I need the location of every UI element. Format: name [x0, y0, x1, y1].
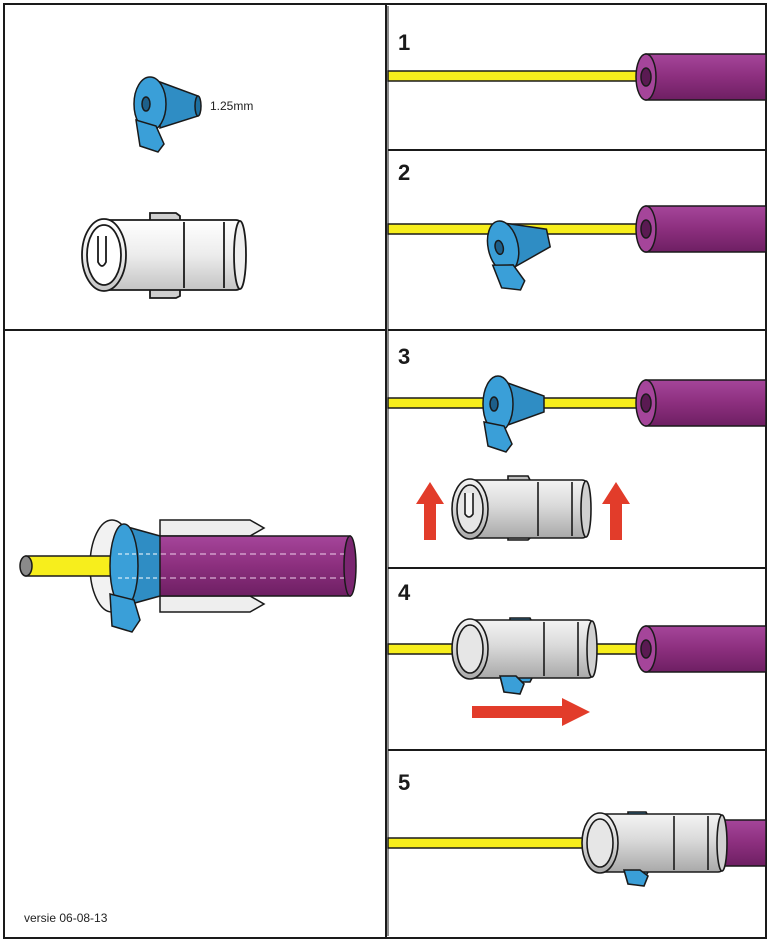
red-arrow-icon	[416, 482, 630, 540]
ferrule-size-label: 1.25mm	[210, 99, 253, 113]
blue-ferrule-icon	[486, 220, 552, 291]
step-number: 2	[398, 160, 410, 185]
connector-sleeve-icon	[451, 617, 598, 695]
step-number: 3	[398, 344, 410, 369]
blue-ferrule-icon	[109, 523, 161, 633]
step-2-panel: 2	[387, 160, 767, 291]
panel-grid	[3, 3, 767, 939]
assembly-panel: versie 06-08-13	[19, 519, 357, 925]
fiber-cable-icon	[387, 70, 647, 82]
parts-panel: 1.25mm	[81, 76, 253, 299]
version-label: versie 06-08-13	[24, 911, 108, 925]
step-1-panel: 1	[387, 30, 767, 101]
fiber-cable-icon	[635, 205, 767, 253]
red-arrow-icon	[472, 698, 590, 726]
connector-sleeve-icon	[81, 212, 247, 299]
step-number: 5	[398, 770, 410, 795]
connector-sleeve-icon	[581, 811, 728, 887]
step-3-panel: 3	[387, 344, 767, 541]
connector-sleeve-icon	[451, 475, 592, 541]
fiber-cable-icon	[149, 535, 357, 597]
step-5-panel: 5	[387, 770, 767, 887]
fiber-cable-icon	[635, 625, 767, 673]
blue-ferrule-icon	[133, 76, 202, 153]
step-number: 4	[398, 580, 411, 605]
step-number: 1	[398, 30, 410, 55]
fiber-cable-icon	[635, 53, 767, 101]
blue-ferrule-icon	[482, 375, 545, 453]
fiber-cable-icon	[635, 379, 767, 427]
step-4-panel: 4	[387, 580, 767, 726]
